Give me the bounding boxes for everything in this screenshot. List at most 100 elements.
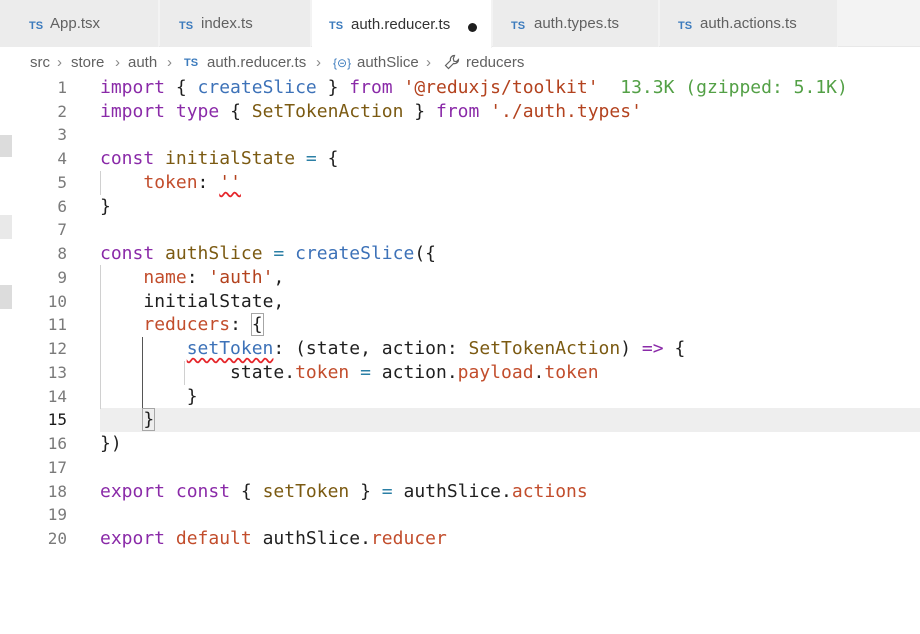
line-number: 4 xyxy=(57,149,67,168)
tab-auth-types-ts[interactable]: TS auth.types.ts xyxy=(493,0,659,47)
line-number: 7 xyxy=(57,220,67,239)
code-line-8[interactable]: const authSlice = createSlice({ xyxy=(100,243,437,264)
code-line-5[interactable]: token: '' xyxy=(143,172,241,193)
token: state xyxy=(305,338,361,359)
token: './auth.types' xyxy=(490,101,642,122)
typescript-file-icon: TS xyxy=(329,20,344,32)
arrow-operator: => xyxy=(641,338,664,359)
code-line-6[interactable]: } xyxy=(100,196,111,217)
breadcrumb-auth[interactable]: auth xyxy=(128,54,158,71)
unsaved-changes-dot-icon[interactable] xyxy=(468,23,477,32)
operator: = xyxy=(360,362,371,383)
token: action xyxy=(381,362,447,383)
line-number: 8 xyxy=(57,244,67,263)
line-number: 10 xyxy=(47,292,67,311)
token: authSlice xyxy=(165,243,263,264)
line-number: 11 xyxy=(47,315,67,334)
gutter-change-marker xyxy=(0,215,12,239)
token: reducers xyxy=(143,314,231,335)
code-line-12[interactable]: setToken: (state, action: SetTokenAction… xyxy=(186,338,686,359)
token: payload xyxy=(457,362,534,383)
tab-index-ts[interactable]: TS index.ts xyxy=(160,0,311,47)
typescript-file-icon: TS xyxy=(29,20,44,32)
code-line-20[interactable]: export default authSlice.reducer xyxy=(100,528,447,549)
code-line-4[interactable]: const initialState = { xyxy=(100,148,339,169)
breadcrumb-src[interactable]: src xyxy=(30,54,50,71)
tab-auth-actions-ts[interactable]: TS auth.actions.ts xyxy=(660,0,838,47)
token: '' xyxy=(219,172,241,193)
code-line-14[interactable]: } xyxy=(100,386,198,407)
tab-auth-reducer-ts[interactable]: TS auth.reducer.ts xyxy=(312,0,492,48)
indent-guide xyxy=(184,361,185,385)
token: const xyxy=(175,481,231,502)
tab-label: auth.types.ts xyxy=(534,15,620,32)
code-line-1[interactable]: import { createSlice } from '@reduxjs/to… xyxy=(100,77,848,98)
tab-app-tsx[interactable]: TS App.tsx xyxy=(0,0,159,47)
breadcrumb-store[interactable]: store xyxy=(71,54,105,71)
token: name xyxy=(143,267,187,288)
tab-label: auth.actions.ts xyxy=(700,15,797,32)
line-number: 12 xyxy=(47,339,67,358)
token: setToken xyxy=(262,481,350,502)
token: authSlice xyxy=(262,528,361,549)
line-number: 20 xyxy=(47,529,67,548)
line-number: 13 xyxy=(47,363,67,382)
line-number: 14 xyxy=(47,387,67,406)
token: createSlice xyxy=(197,77,317,98)
breadcrumb-symbol[interactable]: authSlice xyxy=(357,54,419,71)
token: token xyxy=(295,362,350,383)
token: '@reduxjs/toolkit' xyxy=(403,77,599,98)
symbol-variable-icon: {⊝} xyxy=(333,56,352,70)
wrench-icon xyxy=(443,53,461,75)
line-number: 9 xyxy=(57,268,67,287)
token: action xyxy=(381,338,447,359)
matching-bracket: { xyxy=(250,313,264,336)
token: SetTokenAction xyxy=(468,338,621,359)
token: import xyxy=(100,77,166,98)
token: state xyxy=(230,362,285,383)
code-line-9[interactable]: name: 'auth', xyxy=(143,267,285,288)
gutter-change-marker xyxy=(0,135,12,157)
code-line-15[interactable]: } xyxy=(100,408,156,432)
operator: = xyxy=(381,481,393,502)
line-number: 5 xyxy=(57,173,67,192)
line-number: 2 xyxy=(57,102,67,121)
line-number: 3 xyxy=(57,125,67,144)
token: from xyxy=(349,77,393,98)
typescript-file-icon: TS xyxy=(184,57,199,69)
chevron-right-icon: › xyxy=(316,54,321,71)
import-cost-hint: 13.3K (gzipped: 5.1K) xyxy=(620,77,848,98)
token: export xyxy=(100,481,166,502)
code-line-11[interactable]: reducers: { xyxy=(143,313,264,336)
current-line-highlight xyxy=(100,408,920,432)
indent-guide xyxy=(100,171,101,195)
code-line-18[interactable]: export const { setToken } = authSlice.ac… xyxy=(100,481,588,502)
chevron-right-icon: › xyxy=(167,54,172,71)
token: type xyxy=(175,101,220,122)
code-line-13[interactable]: state.token = action.payload.token xyxy=(230,362,599,383)
code-line-16[interactable]: }) xyxy=(100,433,122,454)
tab-label: App.tsx xyxy=(50,15,101,32)
operator: = xyxy=(305,148,317,169)
token: createSlice xyxy=(295,243,415,264)
line-number-current: 15 xyxy=(47,410,67,429)
breadcrumb-member[interactable]: reducers xyxy=(466,54,525,71)
indent-guide xyxy=(100,265,101,409)
token: reducer xyxy=(370,528,447,549)
token: initialState xyxy=(165,148,296,169)
token: token xyxy=(143,172,198,193)
token: import xyxy=(100,101,166,122)
token: authSlice xyxy=(403,481,502,502)
code-line-10[interactable]: initialState, xyxy=(143,291,285,312)
operator: = xyxy=(273,243,285,264)
breadcrumb-file[interactable]: auth.reducer.ts xyxy=(207,54,307,71)
token: const xyxy=(100,243,155,264)
line-number: 1 xyxy=(57,78,67,97)
chevron-right-icon: › xyxy=(115,54,120,71)
line-number: 6 xyxy=(57,197,67,216)
token: const xyxy=(100,148,155,169)
gutter-change-marker xyxy=(0,285,12,309)
token: actions xyxy=(511,481,588,502)
token: token xyxy=(544,362,599,383)
code-line-2[interactable]: import type { SetTokenAction } from './a… xyxy=(100,101,642,122)
